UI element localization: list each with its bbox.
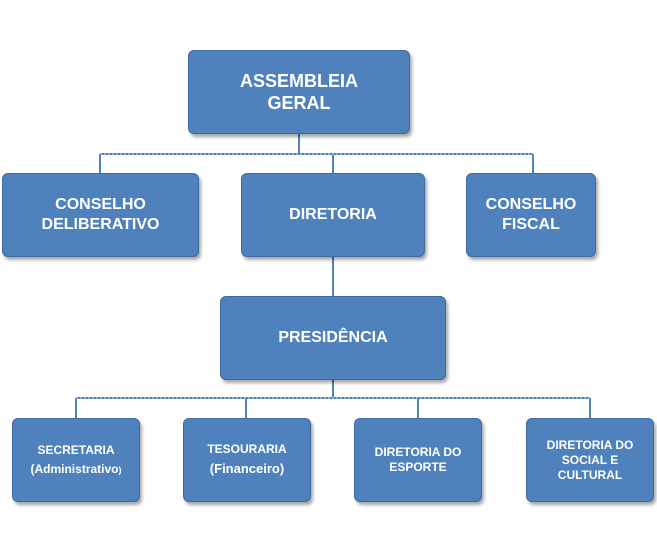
tesouraria-line2: (Financeiro)	[209, 461, 285, 477]
box-presidencia: PRESIDÊNCIA	[220, 296, 446, 380]
tesouraria-line1: TESOURARIA	[207, 442, 287, 457]
assembleia-line2: GERAL	[267, 93, 331, 113]
box-assembleia-geral: ASSEMBLEIA GERAL	[188, 50, 410, 134]
esporte-line2: ESPORTE	[389, 460, 447, 474]
box-tesouraria: TESOURARIA (Financeiro)	[183, 418, 311, 502]
box-diretoria: DIRETORIA	[241, 173, 425, 257]
social-line1: DIRETORIA DO	[546, 437, 634, 452]
box-conselho-deliberativo: CONSELHO DELIBERATIVO	[2, 173, 199, 257]
social-line2: SOCIAL E	[561, 452, 619, 467]
social-line3: CULTURAL	[557, 467, 623, 482]
deliberativo-line2: DELIBERATIVO	[41, 216, 160, 233]
secretaria-line1: SECRETARIA	[37, 443, 115, 457]
secretaria-line2: (Administrativo)	[30, 462, 122, 476]
box-diretoria-esporte: DIRETORIA DO ESPORTE	[354, 418, 482, 502]
presidencia-line1: PRESIDÊNCIA	[278, 329, 388, 346]
esporte-line1: DIRETORIA DO	[374, 445, 462, 459]
box-conselho-fiscal: CONSELHO FISCAL	[466, 173, 596, 257]
box-secretaria: SECRETARIA (Administrativo)	[12, 418, 140, 502]
box-diretoria-social: DIRETORIA DO SOCIAL E CULTURAL	[526, 418, 654, 502]
fiscal-line1: CONSELHO	[485, 196, 577, 213]
assembleia-line1: ASSEMBLEIA	[239, 70, 358, 91]
diretoria-line1: DIRETORIA	[289, 206, 377, 223]
deliberativo-line1: CONSELHO	[55, 196, 146, 213]
fiscal-line2: FISCAL	[502, 216, 560, 233]
